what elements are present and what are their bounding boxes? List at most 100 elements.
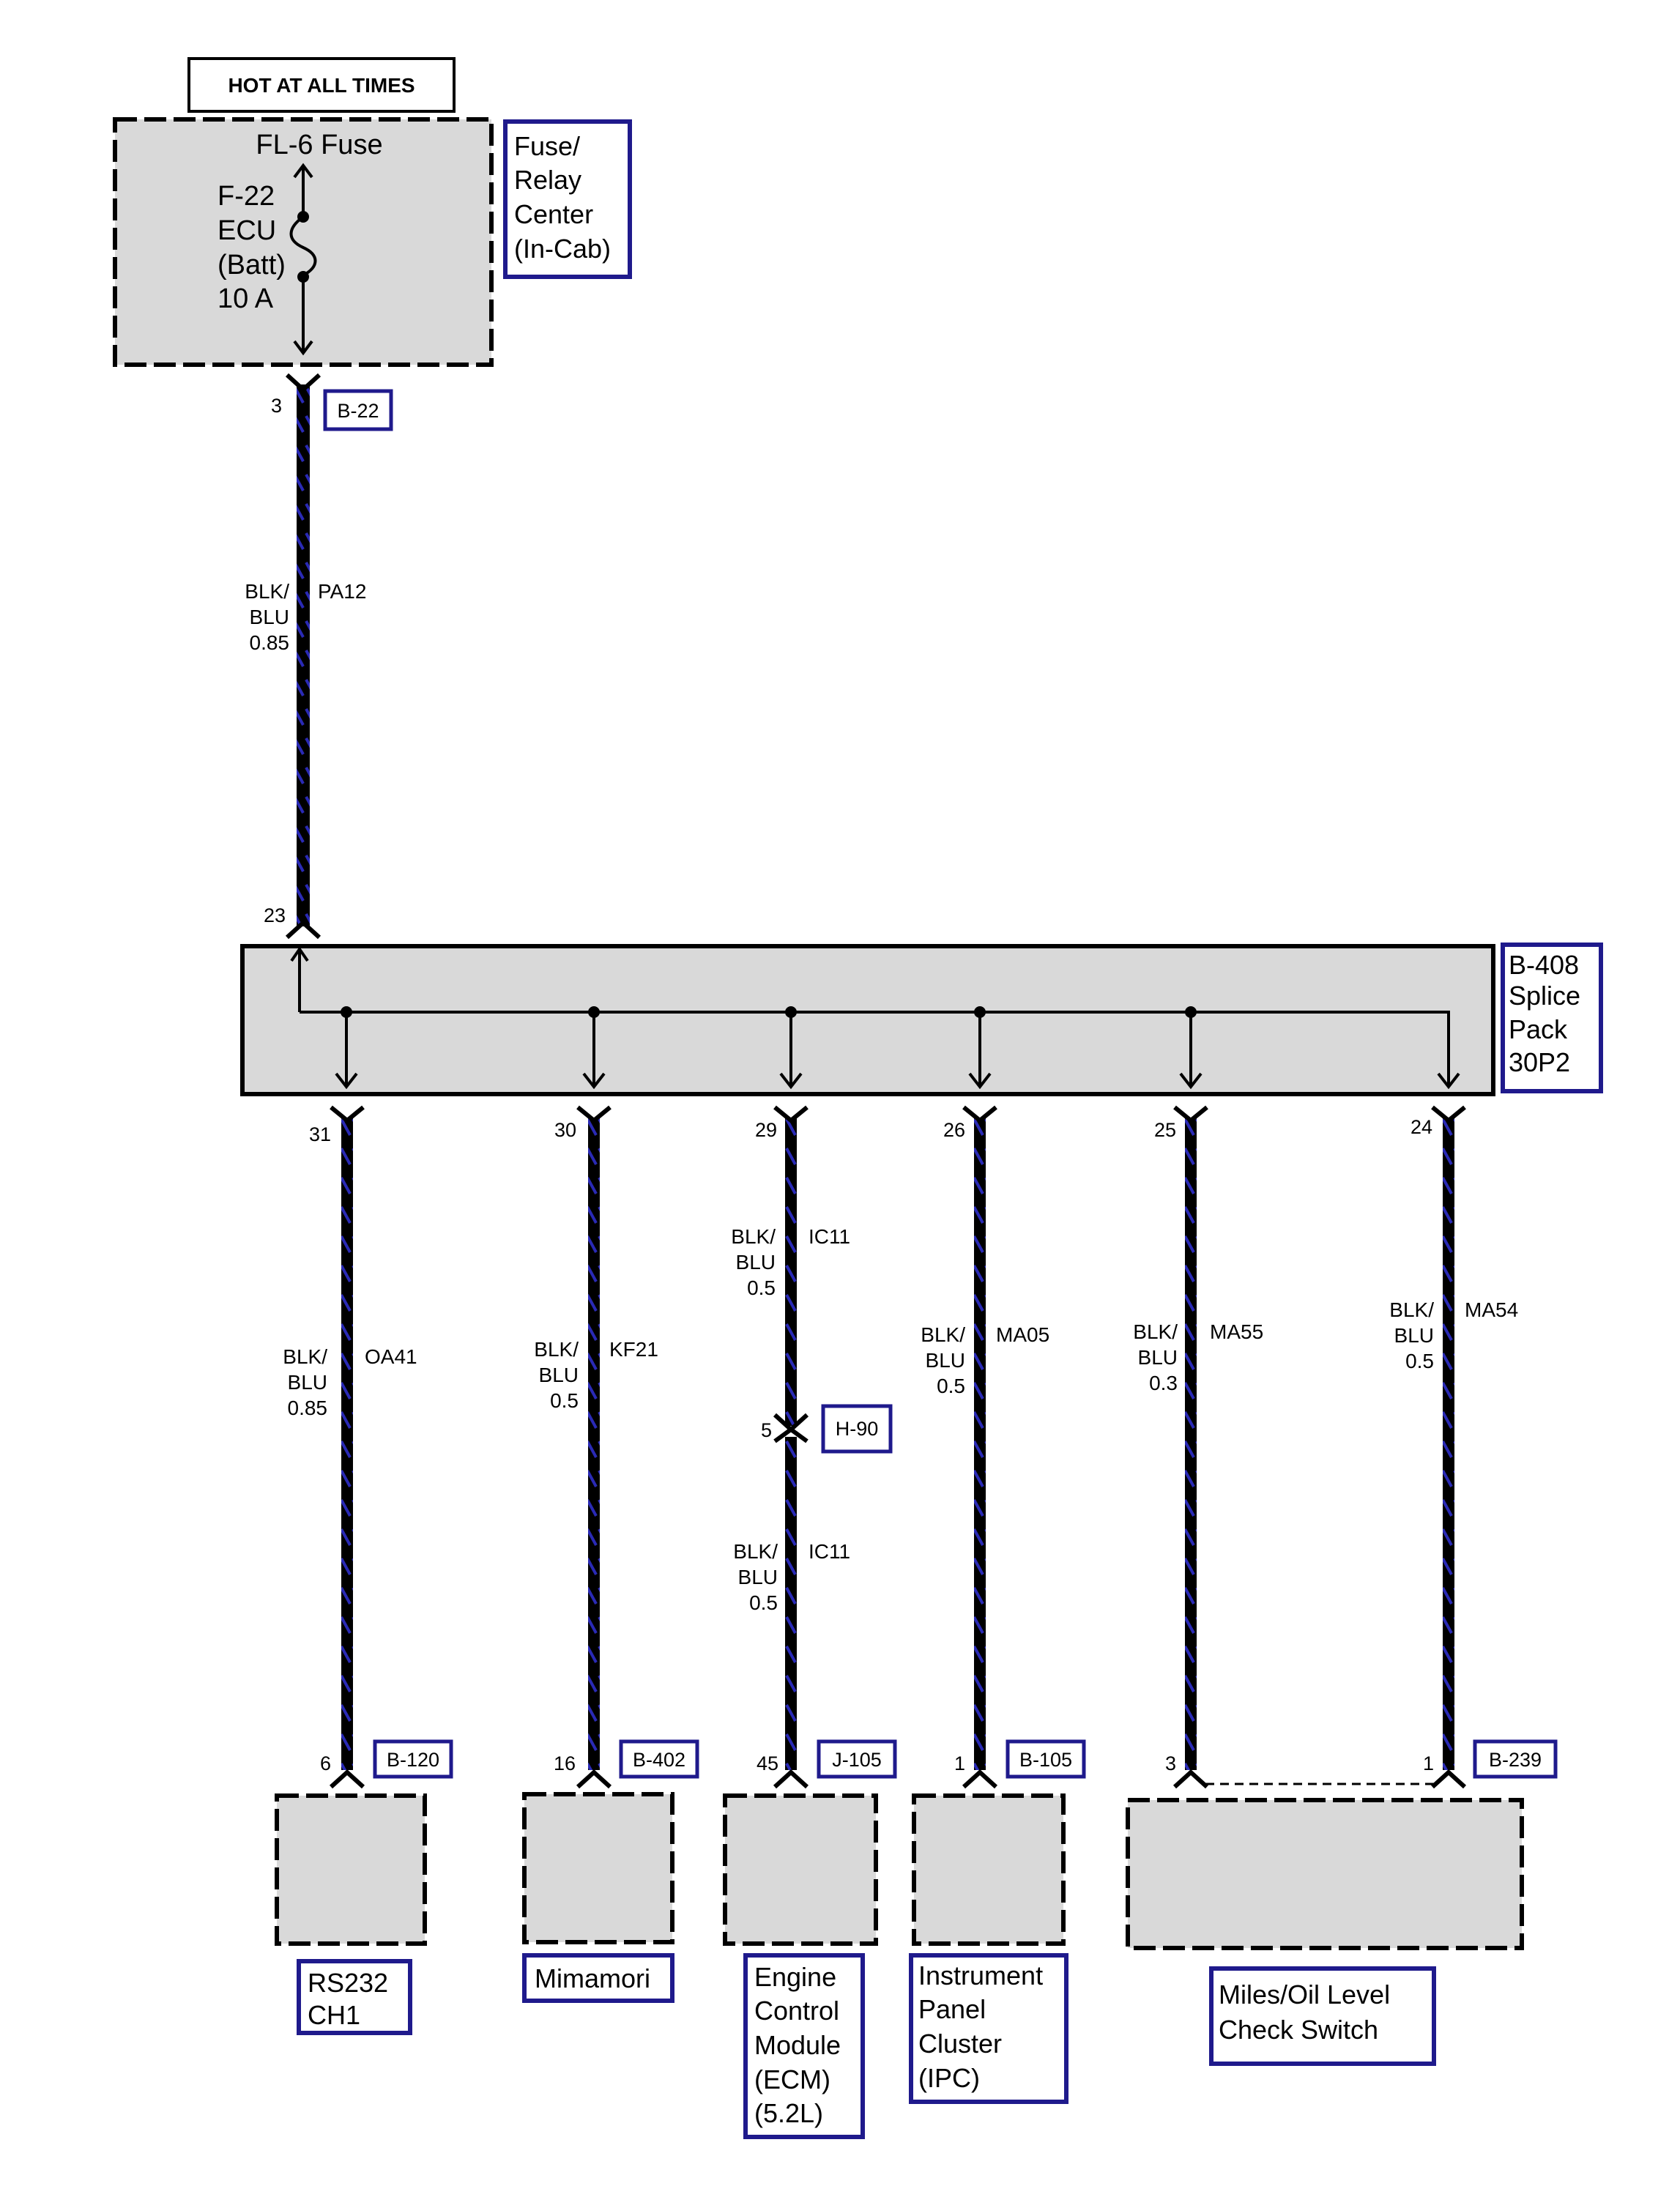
wire-color-3: 0.3 [1149, 1372, 1178, 1394]
fuse-location-line-3: Center [514, 199, 593, 229]
b22-connector-box [323, 389, 393, 431]
splice-pack-box [240, 944, 1495, 1096]
hot-at-all-times-box [187, 57, 456, 113]
ecm-component-box [723, 1793, 878, 1946]
wire-color-1: BLK/ [1389, 1298, 1434, 1321]
wire-connector-top [962, 1105, 997, 1123]
fuse-name: FL-6 Fuse [256, 130, 382, 160]
splice-label-line-3: Pack [1509, 1014, 1568, 1044]
mimamori-component-box [522, 1792, 674, 1944]
wire-connector-bottom [576, 1769, 612, 1789]
b120-connector-box [373, 1739, 453, 1779]
wire-connector-bottom [329, 1769, 365, 1789]
wire-color-3: 0.5 [1405, 1350, 1434, 1372]
b402-connector-box [619, 1739, 699, 1779]
wire-color-2: BLU [1394, 1324, 1434, 1347]
wire-connector-top [576, 1105, 612, 1123]
splice-nodes [341, 1006, 1197, 1018]
miles-oil-switch-label-line-2: Check Switch [1219, 2015, 1378, 2045]
wire-color-1: BLK/ [921, 1323, 965, 1346]
fuse-location-line-4: (In-Cab) [514, 234, 611, 264]
circuit-label: IC11 [809, 1225, 850, 1248]
ipc-label-line-1: Instrument [918, 1960, 1043, 1990]
fuse-line-3: (Batt) [218, 250, 286, 280]
wire-connector-top [330, 1105, 365, 1123]
wire-connector-bottom [1172, 1769, 1209, 1789]
wire-color-2: BLU [539, 1364, 579, 1386]
ipc-label-line-4: (IPC) [918, 2063, 980, 2093]
ipc-label-line-2: Panel [918, 1994, 986, 2024]
wire-color-3: 0.5 [937, 1375, 965, 1397]
wire-color-2: BLU [926, 1349, 965, 1372]
circuit-label: MA05 [996, 1323, 1049, 1346]
rs232-label-line-1: RS232 [308, 1968, 388, 1998]
mimamori-label-line-1: Mimamori [535, 1963, 650, 1993]
wire-color-2-3: 0.5 [749, 1591, 778, 1614]
circuit-label: KF21 [609, 1338, 658, 1361]
fuse-relay-center-label-box [503, 119, 632, 279]
branch-wire-upper [785, 1118, 797, 1426]
wire-color-2: BLU [736, 1251, 776, 1274]
circuit-label: MA55 [1210, 1320, 1263, 1343]
wire-color-2-1: BLK/ [733, 1540, 778, 1563]
j105-connector-box [817, 1739, 897, 1779]
splice-label-line-4: 30P2 [1509, 1047, 1570, 1077]
feed-pin-splice: 23 [264, 904, 286, 926]
branch-wire [588, 1118, 600, 1770]
ipc-label-line-3: Cluster [918, 2029, 1002, 2059]
feed-wire-color-1: BLK/ [245, 580, 289, 603]
ecm-label-line-4: (ECM) [754, 2064, 830, 2094]
ecm-label-line-3: Module [754, 2030, 841, 2060]
fuse-line-2: ECU [218, 215, 276, 246]
wire-color-2-2: BLU [738, 1566, 778, 1588]
wire-color-1: BLK/ [731, 1225, 776, 1248]
branch-ma05: 26 BLK/ BLU 0.5 MA05 1 B-105 Instrument … [909, 1105, 1086, 2104]
branch-ma54: 24 BLK/ BLU 0.5 MA54 1 B-239 [1389, 1105, 1558, 1789]
wire-color-2: BLU [1138, 1346, 1178, 1369]
branch-ic11: 29 BLK/ BLU 0.5 IC11 5 H-90 BLK/ BLU 0.5… [723, 1105, 897, 2139]
splice-label-line-1: B-408 [1509, 950, 1579, 980]
wire-connector-bottom [773, 1769, 809, 1789]
b22-connector-label: B-22 [337, 400, 379, 422]
rs232-label-line-2: CH1 [308, 2000, 360, 2030]
pin-bottom: 3 [1165, 1752, 1176, 1774]
pin-bottom: 45 [757, 1752, 778, 1774]
branch-wire-lower [785, 1437, 797, 1770]
wire-color-3: 0.85 [288, 1397, 328, 1419]
splice-pack-label-box [1501, 943, 1603, 1093]
feed-wire-color-2: BLU [250, 606, 289, 628]
miles-oil-switch-component-box [1126, 1798, 1524, 1950]
feed-pin-top: 3 [271, 395, 282, 417]
pin-top: 30 [554, 1119, 576, 1141]
feed-wire [297, 384, 310, 926]
ecm-label-line-1: Engine [754, 1962, 836, 1992]
h90-connector-label: H-90 [836, 1418, 879, 1440]
wire-connector-bottom [962, 1769, 998, 1789]
branch-oa41: 31 BLK/ BLU 0.85 OA41 6 B-120 RS232 CH1 [275, 1105, 453, 2035]
pin-top: 24 [1410, 1116, 1432, 1138]
feed-wire-color-3: 0.85 [250, 631, 290, 654]
b239-connector-label: B-239 [1489, 1749, 1542, 1771]
wire-color-1: BLK/ [534, 1338, 579, 1361]
feed-connector-bottom [285, 919, 321, 940]
feed-circuit: PA12 [318, 580, 366, 603]
b120-connector-label: B-120 [387, 1749, 439, 1771]
rs232-component-box [275, 1793, 427, 1946]
wire-color-2: BLU [288, 1371, 327, 1394]
wire-connector-top [1173, 1105, 1208, 1123]
ecm-label-line-2: Control [754, 1996, 839, 2026]
branch-wire [1185, 1118, 1197, 1770]
feed-connector-top [285, 373, 321, 393]
ipc-component-box [912, 1793, 1066, 1946]
b105-connector-label: B-105 [1019, 1749, 1072, 1771]
j105-connector-label: J-105 [832, 1749, 882, 1771]
branch-wire [1443, 1118, 1454, 1770]
wire-color-1: BLK/ [1133, 1320, 1178, 1343]
branch-wire [341, 1118, 353, 1770]
pin-bottom: 1 [1423, 1752, 1434, 1774]
miles-oil-switch-label-line-1: Miles/Oil Level [1219, 1979, 1390, 2010]
b402-connector-label: B-402 [633, 1749, 685, 1771]
branch-ma55: 25 BLK/ BLU 0.3 MA55 3 [1133, 1105, 1263, 1789]
wire-color-1: BLK/ [283, 1345, 327, 1368]
